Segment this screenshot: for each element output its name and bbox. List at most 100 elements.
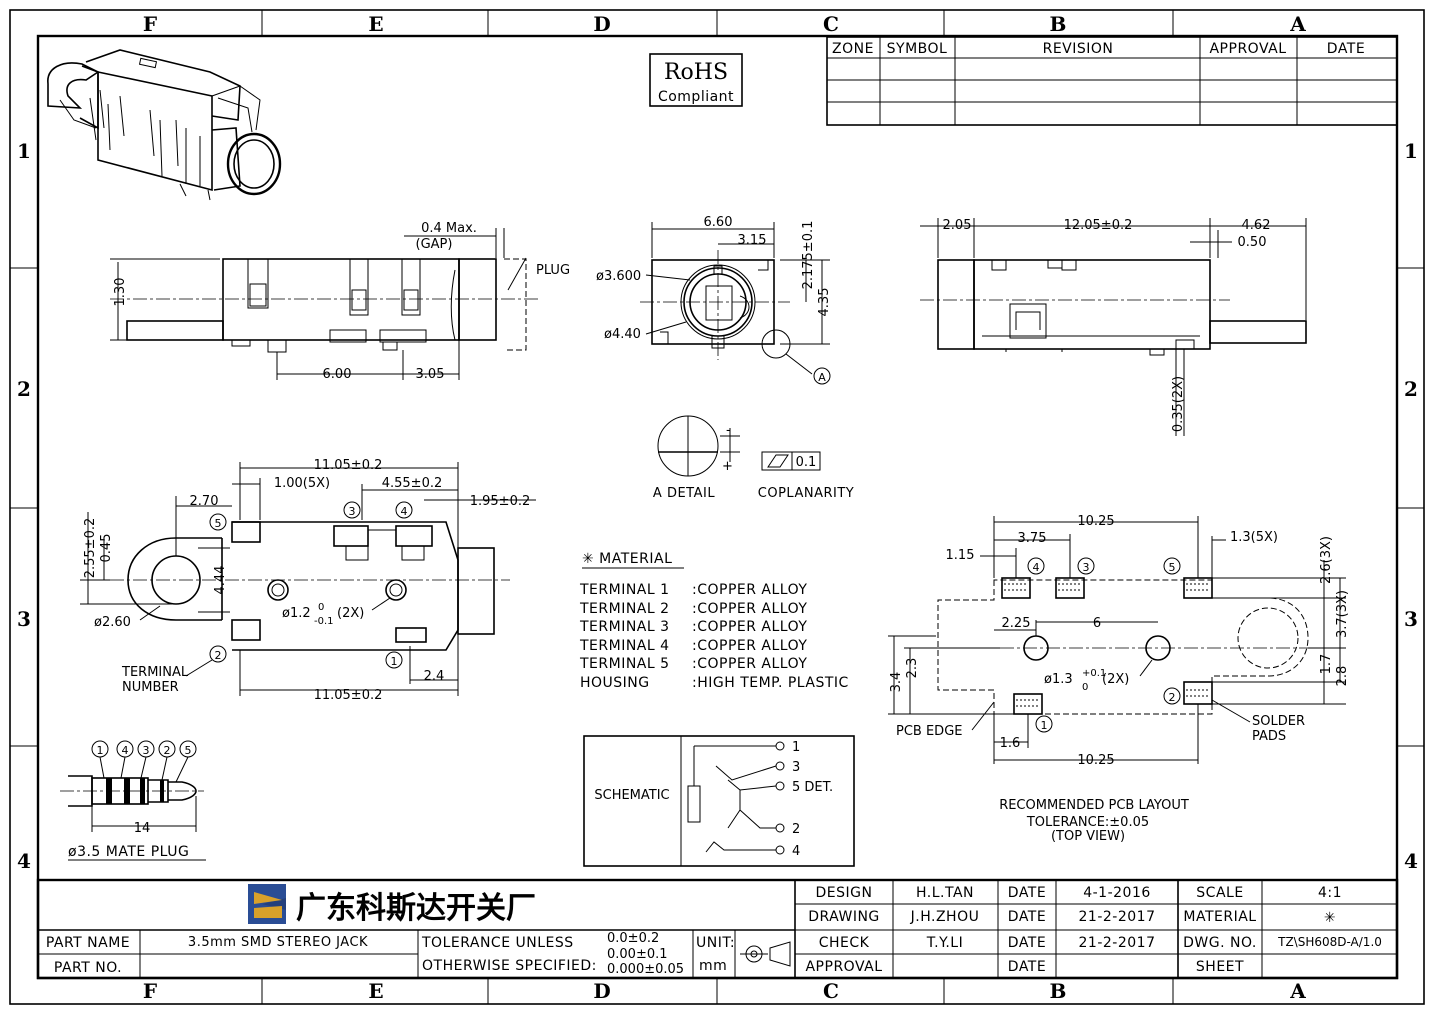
material-part: HOUSING bbox=[580, 675, 650, 691]
plug-number: 2 bbox=[164, 744, 171, 757]
material-part: TERMINAL 3 bbox=[579, 619, 670, 635]
detail-a-label: A DETAIL bbox=[653, 486, 715, 501]
title-block: 广东科斯达开关厂 PART NAME 3.5mm SMD STEREO JACK… bbox=[36, 878, 1399, 980]
side-dim-305: 3.05 bbox=[416, 367, 445, 382]
pcb-dim-6: 6 bbox=[1093, 616, 1101, 631]
mate-plug: 1 4 3 2 5 14 ø3.5 MATE PLUG bbox=[60, 740, 206, 861]
pcb-caption-3: (TOP VIEW) bbox=[1051, 829, 1125, 844]
tolerance-label-1: TOLERANCE UNLESS bbox=[421, 935, 574, 951]
pcb-edge-label: PCB EDGE bbox=[896, 724, 962, 739]
part-no-label: PART NO. bbox=[54, 960, 122, 976]
scale-value: 4:1 bbox=[1318, 885, 1342, 901]
material-value: :COPPER ALLOY bbox=[692, 619, 807, 635]
pcb-pad-3: 3 bbox=[1083, 561, 1090, 574]
front-detail-ref: A bbox=[818, 371, 826, 384]
pcb-dim-17: 1.7 bbox=[1319, 654, 1334, 675]
zone-col-top: A bbox=[1289, 12, 1306, 36]
sheet-label: SHEET bbox=[1196, 959, 1244, 975]
right-dim-1205: 12.05±0.2 bbox=[1064, 218, 1133, 233]
date-label: DATE bbox=[1008, 935, 1046, 951]
pcb-dim-bottom: 10.25 bbox=[1077, 753, 1114, 768]
zone-col-bottom: D bbox=[593, 979, 610, 1003]
check-name: T.Y.LI bbox=[926, 935, 963, 951]
plug-number: 5 bbox=[185, 744, 192, 757]
zone-col-bottom: A bbox=[1289, 979, 1306, 1003]
pcb-hole-count: (2X) bbox=[1102, 672, 1129, 687]
pcb-dim-375: 3.75 bbox=[1018, 531, 1047, 546]
plug-dim-14: 14 bbox=[134, 821, 151, 836]
top-dim-045: 0.45 bbox=[99, 534, 114, 563]
design-name: H.L.TAN bbox=[916, 885, 974, 901]
svg-text:+: + bbox=[722, 459, 733, 474]
top-dim-255: 2.55±0.2 bbox=[83, 518, 98, 579]
schematic: SCHEMATIC 1 3 5 DET. 2 4 bbox=[583, 735, 855, 867]
front-dia-3600: ø3.600 bbox=[596, 269, 641, 284]
schematic-pin: 2 bbox=[792, 822, 800, 837]
material-list: ✳ MATERIAL TERMINAL 1 :COPPER ALLOY TERM… bbox=[579, 551, 848, 691]
top-hole-tol-upper: 0 bbox=[318, 602, 324, 613]
side-gap-label-2: (GAP) bbox=[416, 237, 453, 252]
pcb-caption-1: RECOMMENDED PCB LAYOUT bbox=[999, 798, 1189, 813]
zone-col-bottom: F bbox=[143, 979, 157, 1003]
material-title: ✳ MATERIAL bbox=[582, 551, 672, 567]
zone-row-left: 3 bbox=[17, 607, 31, 631]
zone-col-bottom: C bbox=[823, 979, 839, 1003]
zone-row-left: 4 bbox=[17, 849, 31, 873]
top-terminal-4: 4 bbox=[401, 505, 408, 518]
front-dia-440: ø4.40 bbox=[604, 327, 641, 342]
solder-pads-label-1: SOLDER bbox=[1252, 714, 1305, 729]
rohs-subtitle: Compliant bbox=[658, 89, 734, 105]
zone-col-bottom: B bbox=[1050, 979, 1067, 1003]
top-dim-270: 2.70 bbox=[190, 494, 219, 509]
date-design: 4-1-2016 bbox=[1083, 885, 1151, 901]
tolerance-value-1: 0.0±0.2 bbox=[607, 931, 659, 946]
dwg-no-value: TZ\SH608D-A/1.0 bbox=[1277, 935, 1382, 949]
pcb-dim-26: 2.6(3X) bbox=[1319, 536, 1334, 584]
coplanarity-label: COPLANARITY bbox=[758, 486, 854, 501]
rohs-badge: RoHS Compliant bbox=[649, 53, 743, 107]
top-terminal-5: 5 bbox=[215, 517, 222, 530]
pcb-dim-28: 2.8 bbox=[1335, 666, 1350, 687]
side-dim-6: 6.00 bbox=[323, 367, 352, 382]
zone-row-right: 2 bbox=[1404, 377, 1418, 401]
top-dim-444: 4.44 bbox=[213, 566, 228, 595]
pcb-caption-2: TOLERANCE:±0.05 bbox=[1026, 815, 1149, 830]
drawing-border bbox=[9, 9, 1425, 1005]
drawing-name: J.H.ZHOU bbox=[910, 909, 980, 925]
material-value: :COPPER ALLOY bbox=[692, 601, 807, 617]
solder-pads-label-2: PADS bbox=[1252, 729, 1286, 744]
right-dim-035: 0.35(2X) bbox=[1171, 376, 1186, 432]
pcb-dim-top: 10.25 bbox=[1077, 514, 1114, 529]
check-label: CHECK bbox=[819, 935, 870, 951]
material-part: TERMINAL 2 bbox=[579, 601, 670, 617]
date-label: DATE bbox=[1008, 909, 1046, 925]
revision-header-approval: APPROVAL bbox=[1209, 41, 1286, 57]
material-part: TERMINAL 5 bbox=[579, 656, 670, 672]
rohs-title: RoHS bbox=[664, 60, 728, 85]
part-name-value: 3.5mm SMD STEREO JACK bbox=[188, 935, 368, 950]
zone-row-right: 4 bbox=[1404, 849, 1418, 873]
zone-row-left: 2 bbox=[17, 377, 31, 401]
front-dim-2175: 2.175±0.1 bbox=[801, 221, 816, 290]
company-name: 广东科斯达开关厂 bbox=[296, 891, 536, 926]
side-gap-label-1: 0.4 Max. bbox=[421, 221, 477, 236]
dwg-no-label: DWG. NO. bbox=[1183, 935, 1257, 951]
revision-table: ZONE SYMBOL REVISION APPROVAL DATE bbox=[826, 36, 1398, 126]
plug-number: 3 bbox=[143, 744, 150, 757]
right-dim-050: 0.50 bbox=[1238, 235, 1267, 250]
material-value: :COPPER ALLOY bbox=[692, 656, 807, 672]
pcb-dim-225: 2.25 bbox=[1002, 616, 1031, 631]
top-dim-195: 1.95±0.2 bbox=[470, 494, 531, 509]
material-value: ✳ bbox=[1324, 910, 1336, 926]
schematic-pin: 5 DET. bbox=[792, 780, 833, 795]
drawing-label: DRAWING bbox=[808, 909, 880, 925]
pcb-dim-34: 3.4 bbox=[889, 672, 904, 693]
plug-label: ø3.5 MATE PLUG bbox=[68, 844, 189, 860]
revision-header-date: DATE bbox=[1327, 41, 1365, 57]
front-dim-width: 6.60 bbox=[704, 215, 733, 230]
scale-label: SCALE bbox=[1196, 885, 1243, 901]
revision-header-zone: ZONE bbox=[832, 41, 874, 57]
revision-header-symbol: SYMBOL bbox=[887, 41, 948, 57]
zone-row-left: 1 bbox=[17, 139, 31, 163]
